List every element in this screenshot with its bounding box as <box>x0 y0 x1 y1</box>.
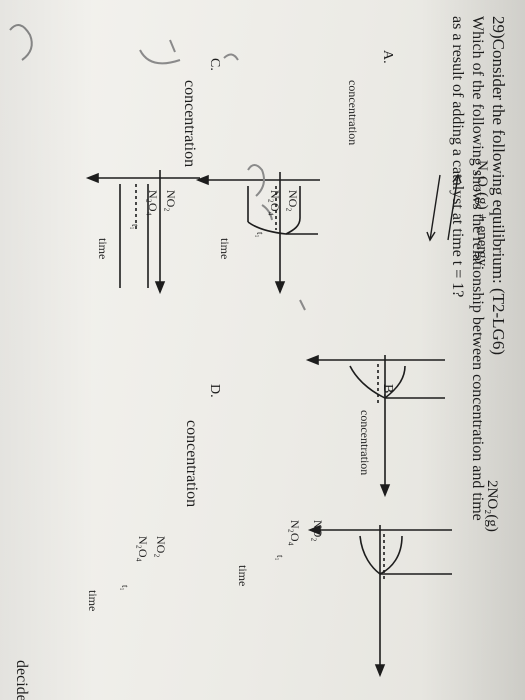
graph-a-ylabel: concentration <box>346 80 360 146</box>
graph-b-lower-curve <box>384 365 406 399</box>
graph-b-upper-species: NO₂ <box>311 520 325 542</box>
graph-c-ylabel: concentration <box>181 80 198 168</box>
graph-c-lower-species: N₂O₄ <box>146 190 160 216</box>
graph-a <box>195 172 320 295</box>
graph-a-upper-species: NO₂ <box>286 190 300 212</box>
graph-c-xlabel: time <box>96 238 110 260</box>
graph-b-ylabel: concentration <box>358 410 372 476</box>
graph-d-lower-curve <box>379 535 403 575</box>
graph-b-lower-species: N₂O₄ <box>288 520 302 546</box>
equilibrium-arrows <box>426 173 462 242</box>
graph-c-label: C. <box>207 58 222 71</box>
question-title: 29)Consider the following equilibrium: (… <box>489 16 508 355</box>
question-line-2: Which of the following shows the relatio… <box>469 16 486 521</box>
graph-a-xlabel: time <box>218 238 232 260</box>
graph-b <box>305 354 445 498</box>
graph-d-ylabel: concentration <box>183 420 200 508</box>
graph-d <box>307 524 452 678</box>
graph-c-upper-species: NO₂ <box>164 190 178 212</box>
graph-a-t1: t₁ <box>255 232 265 238</box>
graph-c <box>85 170 200 295</box>
graph-d-xlabel: time <box>86 590 100 612</box>
graph-d-lower-species: N₂O₄ <box>136 536 150 562</box>
graph-d-upper-species: NO₂ <box>154 536 168 558</box>
graph-b-xlabel: time <box>236 565 250 587</box>
graph-d-upper-curve <box>359 535 452 575</box>
question-line-3: as a result of adding a catalyst at time… <box>449 16 466 298</box>
footer-fragment: decide? <box>13 660 30 700</box>
pencil-scribble-left <box>9 24 33 61</box>
graph-b-label: B. <box>380 384 395 397</box>
graph-a-upper-curve <box>247 221 318 235</box>
graph-a-label: A. <box>380 50 395 64</box>
graph-a-lower-species: N₂O₄ <box>268 190 282 216</box>
graph-c-t1: t₁ <box>130 224 140 230</box>
graph-d-label: D. <box>207 384 222 398</box>
graph-b-t1: t₁ <box>275 555 285 561</box>
pencil-marks <box>9 24 306 311</box>
graph-a-lower-curve <box>285 217 301 235</box>
graph-b-upper-curve <box>349 365 445 399</box>
graph-d-t1: t₁ <box>120 585 130 591</box>
